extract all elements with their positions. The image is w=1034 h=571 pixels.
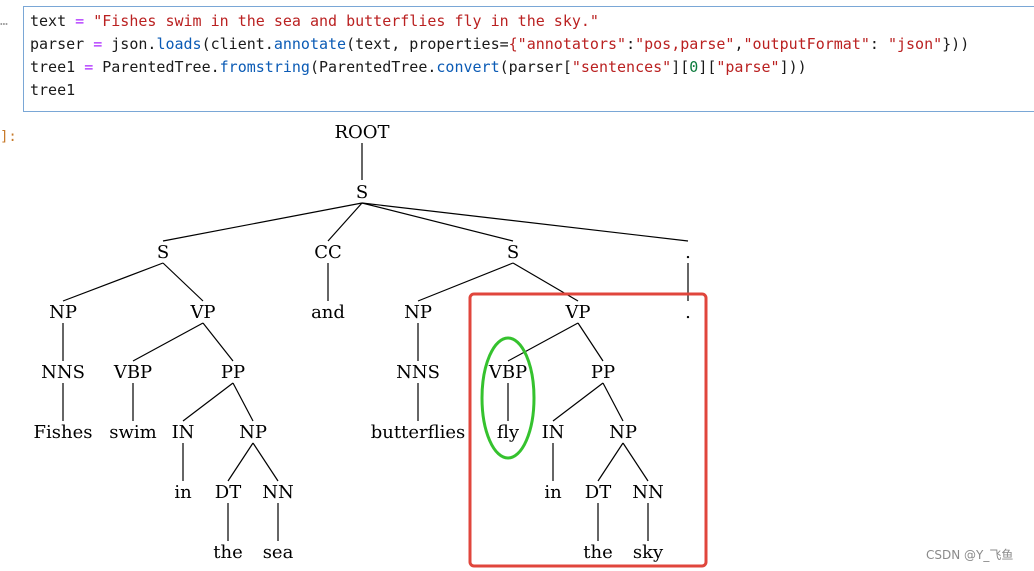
leaf-fishes: Fishes bbox=[34, 422, 93, 443]
node-dt: DT bbox=[585, 482, 611, 503]
leaf-in: in bbox=[544, 482, 562, 503]
node-period-tag: . bbox=[685, 242, 691, 263]
node-s: S bbox=[157, 242, 169, 263]
code-line-4: tree1 bbox=[30, 81, 76, 99]
leaf-and: and bbox=[311, 302, 345, 323]
node-pp: PP bbox=[591, 362, 615, 383]
node-np: NP bbox=[239, 422, 267, 443]
input-prompt: … bbox=[0, 14, 8, 29]
leaf-butterflies: butterflies bbox=[371, 422, 466, 443]
node-cc: CC bbox=[314, 242, 342, 263]
code-cell[interactable]: text = "Fishes swim in the sea and butte… bbox=[23, 6, 1034, 112]
highlight-ellipse-annotation bbox=[480, 336, 536, 460]
leaf-period: . bbox=[685, 302, 691, 323]
node-s: S bbox=[356, 182, 368, 203]
leaf-the: the bbox=[583, 542, 612, 563]
code-line-1: text = "Fishes swim in the sea and butte… bbox=[30, 12, 599, 30]
watermark: CSDN @Y_飞鱼 bbox=[926, 548, 1014, 562]
node-in: IN bbox=[172, 422, 195, 443]
output-prompt: ]: bbox=[0, 129, 17, 145]
node-s: S bbox=[507, 242, 519, 263]
node-nn: NN bbox=[632, 482, 664, 503]
leaf-sky: sky bbox=[633, 542, 664, 563]
leaf-in: in bbox=[174, 482, 192, 503]
node-pp: PP bbox=[221, 362, 245, 383]
tree-labels: ROOT S S CC S . NP VP and NP VP . NNS VB… bbox=[34, 122, 691, 563]
node-root: ROOT bbox=[334, 122, 389, 143]
highlight-box-annotation bbox=[468, 292, 708, 568]
node-dt: DT bbox=[215, 482, 241, 503]
node-nn: NN bbox=[262, 482, 294, 503]
node-vbp: VBP bbox=[113, 362, 152, 383]
node-np: NP bbox=[609, 422, 637, 443]
tree-edges bbox=[62, 143, 689, 541]
node-vbp: VBP bbox=[488, 362, 527, 383]
node-vp: VP bbox=[189, 302, 215, 323]
node-nns: NNS bbox=[396, 362, 440, 383]
leaf-fly: fly bbox=[497, 422, 520, 443]
node-in: IN bbox=[542, 422, 565, 443]
node-np: NP bbox=[404, 302, 432, 323]
leaf-the: the bbox=[213, 542, 242, 563]
node-nns: NNS bbox=[41, 362, 85, 383]
leaf-sea: sea bbox=[263, 542, 294, 563]
node-np: NP bbox=[49, 302, 77, 323]
code-line-3: tree1 = ParentedTree.fromstring(Parented… bbox=[30, 58, 807, 76]
leaf-swim: swim bbox=[109, 422, 156, 443]
node-vp: VP bbox=[564, 302, 590, 323]
code-line-2: parser = json.loads(client.annotate(text… bbox=[30, 35, 970, 53]
